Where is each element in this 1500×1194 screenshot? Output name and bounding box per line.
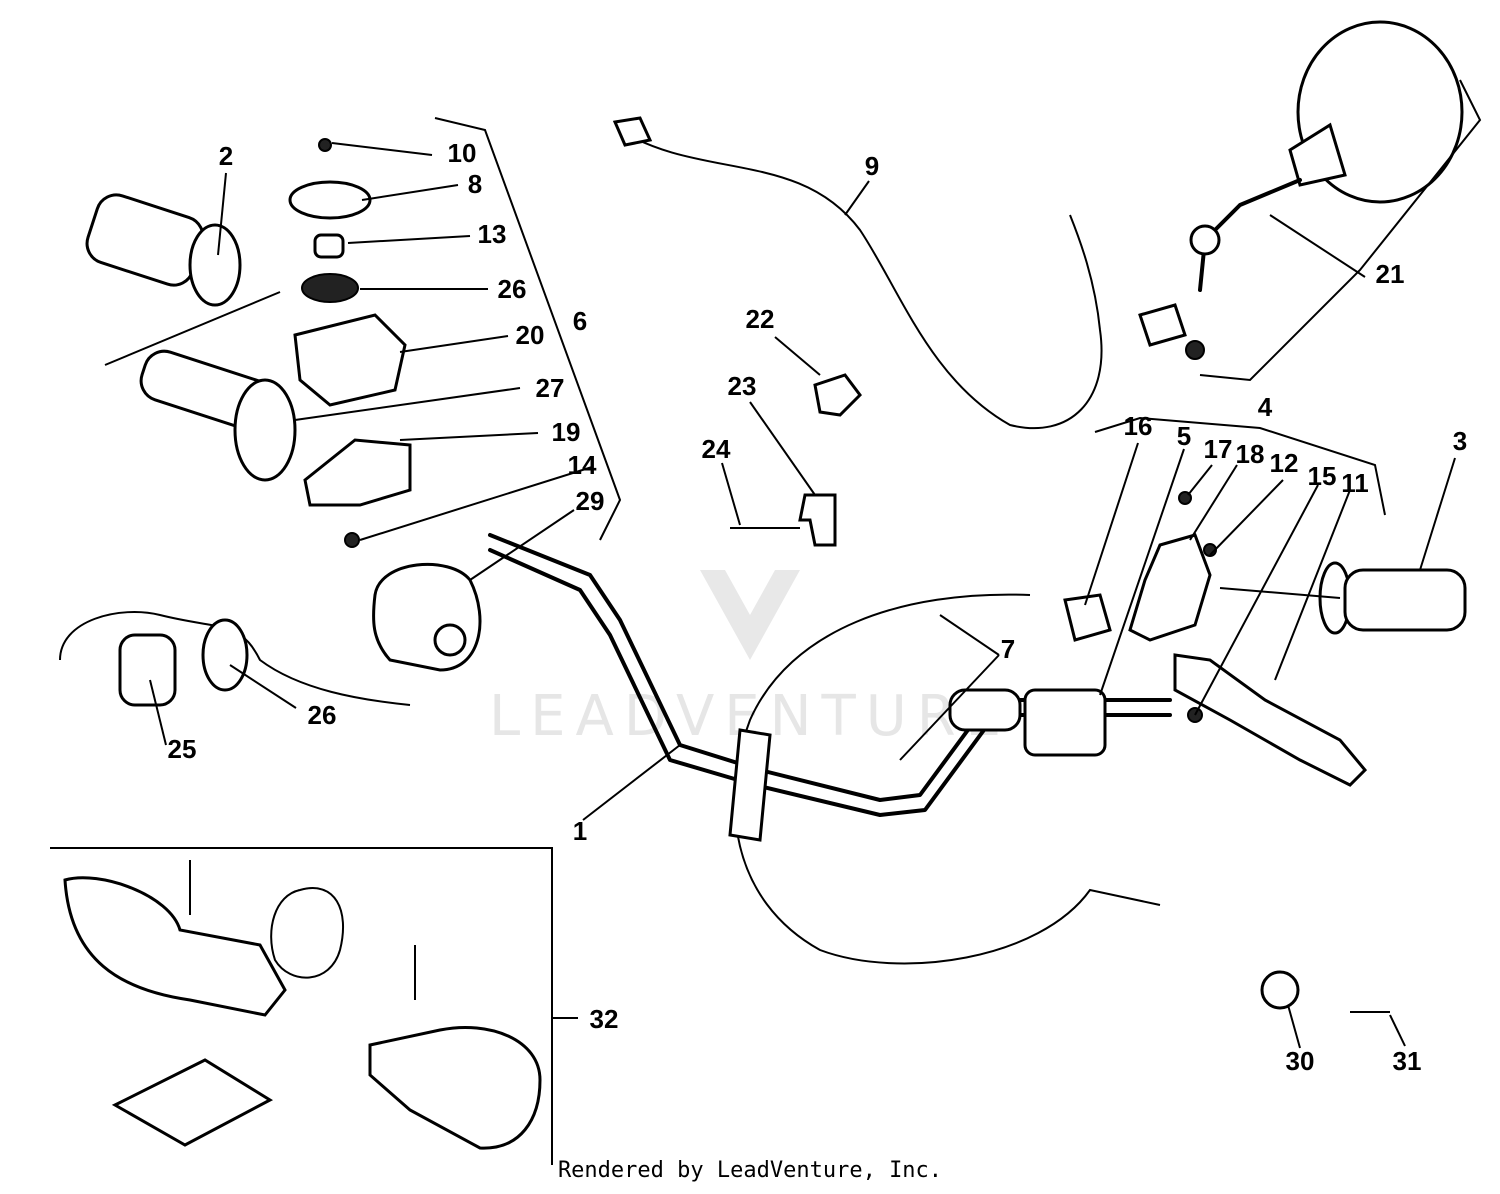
callout-23: 23 <box>728 371 757 401</box>
callout-10: 10 <box>448 138 477 168</box>
callout-21: 21 <box>1376 259 1405 289</box>
throttle-seal <box>301 273 359 303</box>
callout-1: 1 <box>573 816 587 846</box>
watermark-logo-icon <box>700 570 800 660</box>
callout-13: 13 <box>478 219 507 249</box>
clutch-lever <box>1173 653 1368 787</box>
right-grip <box>1318 561 1467 635</box>
handlebar-inner <box>488 548 1172 817</box>
footer-credit: Rendered by LeadVenture, Inc. <box>557 1158 943 1183</box>
group-bracket-6 <box>434 117 622 541</box>
leader-lines <box>149 142 1456 1049</box>
callout-4: 4 <box>1258 392 1273 422</box>
kill-switch-clamp <box>201 618 249 692</box>
cable-clip <box>813 373 862 417</box>
switch-housing <box>372 562 482 672</box>
callout-15: 15 <box>1308 461 1337 491</box>
group-bracket-4 <box>1094 416 1386 516</box>
grip-warmer-right <box>1023 688 1107 757</box>
watermark: LEADVENTURE <box>489 570 1001 749</box>
callout-32: 32 <box>590 1004 619 1034</box>
callout-20: 20 <box>516 320 545 350</box>
callout-6: 6 <box>573 306 587 336</box>
callout-16: 16 <box>1124 411 1153 441</box>
left-grip <box>85 193 242 307</box>
switch-button <box>433 623 467 657</box>
callout-12: 12 <box>1270 448 1299 478</box>
callout-26-seal: 26 <box>498 274 527 304</box>
callout-9: 9 <box>865 151 879 181</box>
throttle-cable-end <box>612 116 653 147</box>
callout-30: 30 <box>1286 1046 1315 1076</box>
lever-perch <box>1128 533 1212 642</box>
handlebar <box>488 533 1172 802</box>
throttle-housing-lower <box>303 438 412 507</box>
callout-18: 18 <box>1236 439 1265 469</box>
adjuster-nut <box>1063 593 1112 642</box>
throttle-bushing <box>313 233 345 259</box>
instruction-sheet <box>111 1058 274 1147</box>
callout-31: 31 <box>1393 1046 1422 1076</box>
lever-cable <box>733 593 1161 965</box>
throttle-housing-upper <box>293 313 407 407</box>
callouts: 1 2 3 4 5 6 7 8 9 10 11 12 13 14 15 16 1… <box>168 138 1468 1076</box>
callout-3: 3 <box>1453 426 1467 456</box>
grip-warmer-left <box>948 688 1022 732</box>
throttle-cable <box>619 129 1103 430</box>
retainer-ring <box>1260 970 1300 1010</box>
mirror <box>1138 20 1464 360</box>
group-bracket-left-grip <box>104 291 281 366</box>
handguard-right <box>368 1025 542 1150</box>
callout-25: 25 <box>168 734 197 764</box>
group-bracket-21 <box>1199 79 1482 382</box>
callout-5: 5 <box>1177 421 1191 451</box>
housing-bolt <box>344 532 360 548</box>
throttle-flange <box>233 378 297 482</box>
callout-26-wire: 26 <box>308 700 337 730</box>
throttle-cover <box>288 180 372 220</box>
callout-2: 2 <box>219 141 233 171</box>
callout-27: 27 <box>536 373 565 403</box>
handguard-kit-frame <box>50 847 553 1165</box>
cable-sleeve <box>728 728 772 842</box>
callout-8: 8 <box>468 169 482 199</box>
callout-7: 7 <box>1001 634 1015 664</box>
callout-17: 17 <box>1204 434 1233 464</box>
bracket <box>798 493 837 547</box>
callout-22: 22 <box>746 304 775 334</box>
handguard-clamp <box>270 887 345 979</box>
throttle-screw <box>318 138 332 152</box>
callout-24: 24 <box>702 434 731 464</box>
kill-switch-body <box>118 633 177 707</box>
callout-29: 29 <box>576 486 605 516</box>
callout-11: 11 <box>1341 468 1369 498</box>
handguard-left <box>63 876 287 1017</box>
callout-19: 19 <box>552 417 581 447</box>
callout-14: 14 <box>568 450 597 480</box>
